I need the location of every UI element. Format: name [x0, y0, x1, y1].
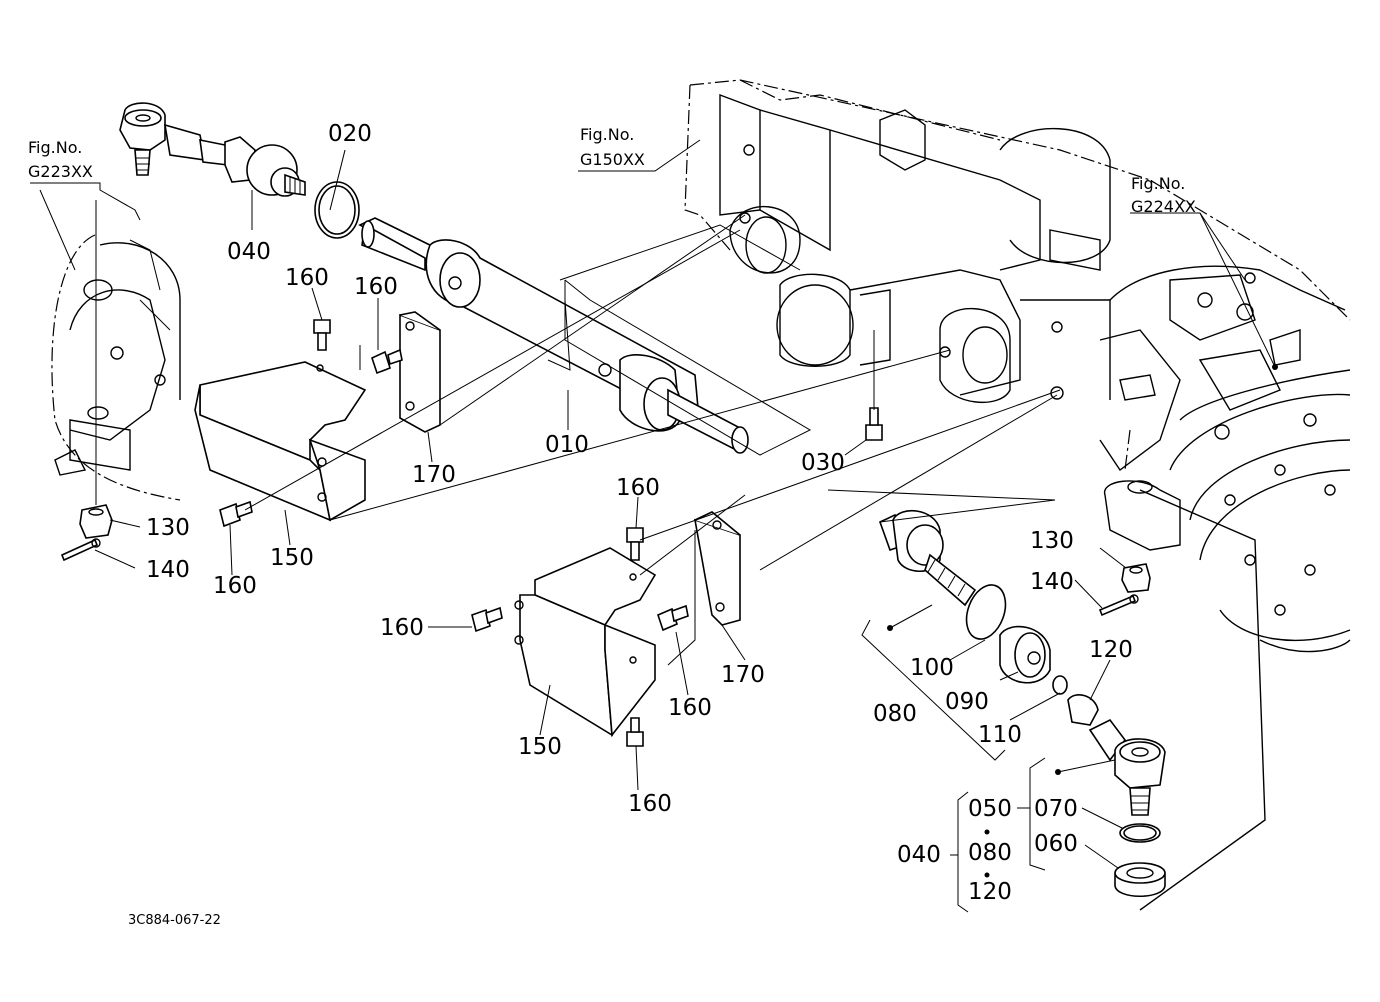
callout-010: 010 [545, 432, 589, 458]
bolt-160-f [657, 604, 689, 632]
nut-130-left [79, 504, 113, 539]
bolt-160-e [471, 606, 503, 633]
figure-ref-g224-line2: G224XX [1131, 197, 1196, 216]
callout-130-right: 130 [1030, 528, 1074, 554]
callout-170-bottom: 170 [721, 662, 765, 688]
steering-cylinder [358, 217, 749, 454]
callout-030: 030 [801, 450, 845, 476]
figure-ref-g223-line2: G223XX [28, 162, 93, 181]
callout-150-bottom: 150 [518, 734, 562, 760]
bolt-160-g [626, 717, 644, 747]
callout-040-group: 040 [897, 842, 941, 868]
callout-140-right: 140 [1030, 569, 1074, 595]
callout-160-g: 160 [628, 791, 672, 817]
bolt-160-c [219, 500, 253, 528]
callout-080-group: 080 [968, 840, 1012, 866]
callout-160-a: 160 [285, 265, 329, 291]
tie-rod-end-left [119, 102, 360, 239]
callout-080-main: 080 [873, 701, 917, 727]
right-knuckle-housing [1099, 265, 1351, 911]
callout-160-d: 160 [616, 475, 660, 501]
bolt-160-b [371, 348, 403, 375]
callout-050: 050 [968, 796, 1012, 822]
callout-100: 100 [910, 655, 954, 681]
figure-ref-g224-line1: Fig.No. [1131, 174, 1185, 193]
callout-160-c: 160 [213, 573, 257, 599]
left-knuckle-housing [51, 234, 181, 501]
callout-130-left: 130 [146, 515, 190, 541]
callout-150-top: 150 [270, 545, 314, 571]
bolt-160-d [626, 527, 644, 561]
figure-ref-g223-line1: Fig.No. [28, 138, 82, 157]
figure-ref-g150: Fig.No. G150XX [580, 125, 645, 169]
callout-140-left: 140 [146, 557, 190, 583]
cotter-pin-140-left [60, 538, 101, 562]
figure-ref-g150-line1: Fig.No. [580, 125, 634, 144]
callout-020: 020 [328, 121, 372, 147]
callout-060: 060 [1034, 831, 1078, 857]
cylinder-guard-lower [514, 511, 741, 738]
part-callouts: 020 040 160 160 010 170 030 130 140 150 … [146, 121, 1133, 905]
front-axle-housing [684, 79, 1351, 404]
nut-130-right [1121, 563, 1151, 593]
figure-ref-g224: Fig.No. G224XX [1131, 174, 1196, 216]
bolt-030 [865, 407, 883, 441]
callout-120-group: 120 [968, 879, 1012, 905]
figure-ref-g223: Fig.No. G223XX [28, 138, 93, 181]
callout-170-top: 170 [412, 462, 456, 488]
callout-160-e: 160 [380, 615, 424, 641]
fasteners [60, 319, 1151, 747]
callout-160-f: 160 [668, 695, 712, 721]
callout-070: 070 [1034, 796, 1078, 822]
cylinder-guard-upper [194, 311, 441, 522]
drawing-code: 3C884-067-22 [128, 913, 221, 928]
callout-040-top: 040 [227, 239, 271, 265]
callout-110: 110 [978, 722, 1022, 748]
tie-rod-end-right [879, 509, 1166, 897]
callout-120-main: 120 [1089, 637, 1133, 663]
callout-090: 090 [945, 689, 989, 715]
leader-lines [30, 139, 1276, 913]
bolt-160-a [313, 319, 331, 351]
callout-160-b: 160 [354, 274, 398, 300]
cotter-pin-140-right [1098, 594, 1139, 617]
figure-ref-g150-line2: G150XX [580, 150, 645, 169]
group-separator-dot [984, 829, 990, 835]
group-separator-dot [984, 872, 990, 878]
